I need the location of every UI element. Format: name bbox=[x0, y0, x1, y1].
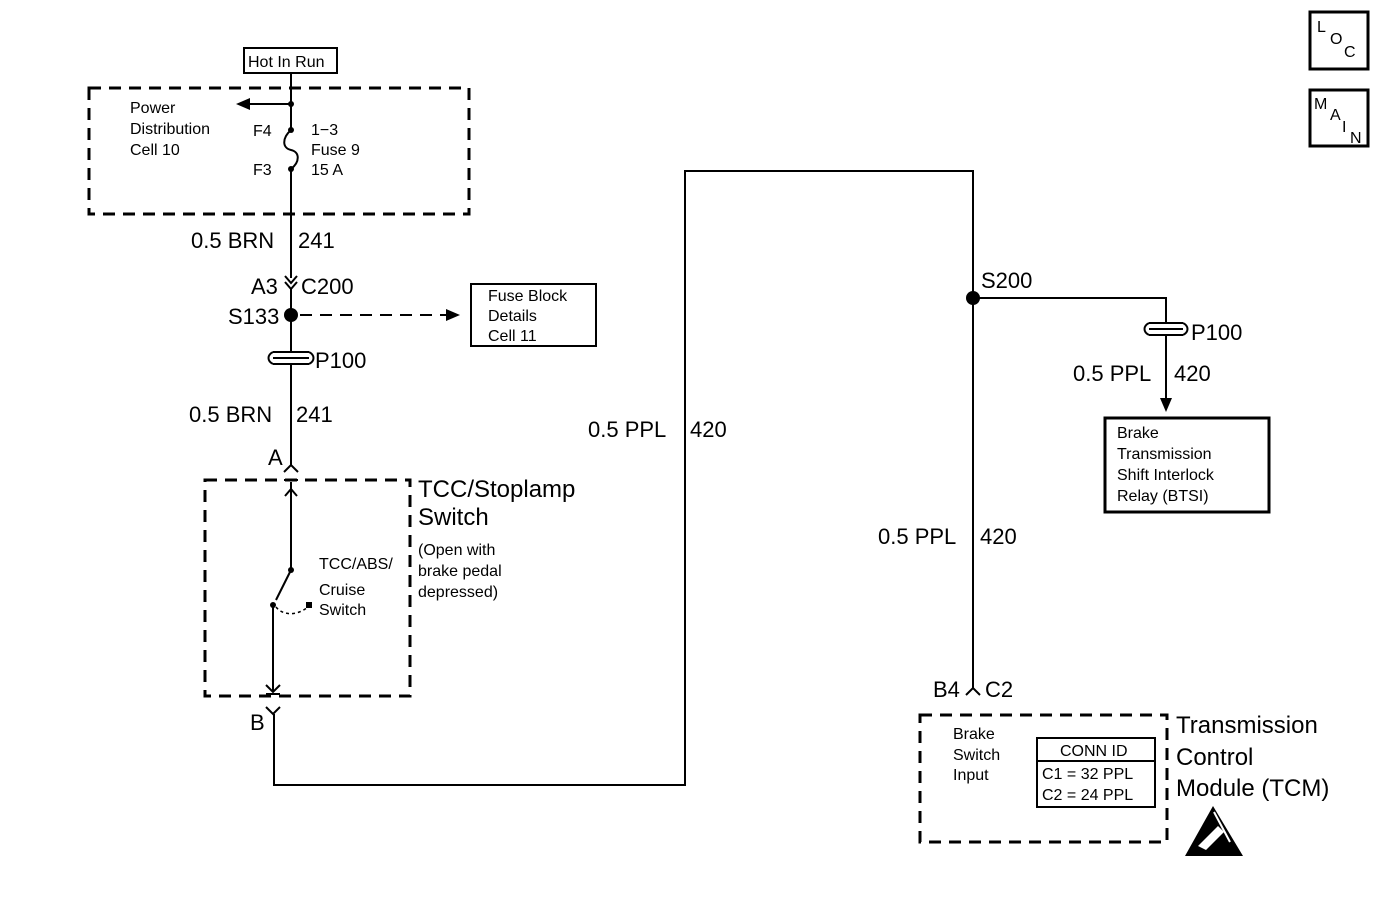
fuse-block-line2: Details bbox=[488, 308, 537, 325]
conn-id-table bbox=[1036, 737, 1156, 808]
tcm-input-line3: Input bbox=[953, 767, 989, 784]
conn-id-title: CONN ID bbox=[1060, 743, 1128, 760]
tcc-title-line1: TCC/Stoplamp bbox=[418, 476, 575, 503]
tcc-note-line3: depressed) bbox=[418, 584, 498, 601]
loc-letter-l: L bbox=[1317, 19, 1326, 36]
wire-ppl-mid-circuit: 420 bbox=[690, 417, 727, 442]
c200-pin-label: A3 bbox=[251, 274, 278, 299]
switch-contact-open bbox=[306, 602, 312, 608]
tcc-title-line2: Switch bbox=[418, 504, 489, 531]
btsi-box bbox=[1103, 416, 1271, 514]
wire-ppl-mid-gauge: 0.5 PPL bbox=[588, 417, 666, 442]
fuse-block-line3: Cell 11 bbox=[488, 328, 537, 345]
fuse-block-line1: Fuse Block bbox=[488, 288, 568, 305]
main-letter-i: I bbox=[1342, 119, 1346, 136]
branch-node bbox=[288, 101, 294, 107]
tcm-title-line1: Transmission bbox=[1176, 712, 1318, 739]
power-distribution-box bbox=[87, 86, 471, 216]
fuse-f3-label: F3 bbox=[253, 162, 272, 179]
wire-ppl-btsi-gauge: 0.5 PPL bbox=[1073, 361, 1151, 386]
switch-pin-a: A bbox=[268, 445, 283, 470]
loc-letter-c: C bbox=[1344, 44, 1356, 61]
wire-ppl-420-main bbox=[273, 170, 974, 786]
tcm-box bbox=[918, 713, 1169, 844]
wire-ppl-btsi-circuit: 420 bbox=[1174, 361, 1211, 386]
btsi-line3: Shift Interlock bbox=[1117, 467, 1215, 484]
conn-id-c1: C1 = 32 PPL bbox=[1042, 766, 1133, 783]
s133-label: S133 bbox=[228, 304, 279, 329]
main-button[interactable]: M A I N bbox=[1308, 88, 1370, 148]
tcm-pin-label: B4 bbox=[933, 677, 960, 702]
tcc-note-line2: brake pedal bbox=[418, 563, 502, 580]
hot-in-run-label: Hot In Run bbox=[243, 47, 338, 74]
tcm-title-line2: Control bbox=[1176, 744, 1253, 771]
inner-switch-line2: Cruise bbox=[319, 582, 365, 599]
fuse-rating: 15 A bbox=[311, 162, 343, 179]
main-letter-m: M bbox=[1314, 96, 1327, 113]
fuse-block-ref-arrow-icon bbox=[446, 309, 460, 321]
switch-bottom-arrow-icon bbox=[265, 684, 281, 694]
loc-letter-o: O bbox=[1330, 31, 1342, 48]
loc-button[interactable]: L O C bbox=[1308, 10, 1370, 71]
wire-btsi-branch bbox=[973, 297, 1167, 323]
tcm-input-line2: Switch bbox=[953, 747, 1000, 764]
fuse-block-box bbox=[470, 283, 597, 347]
s200-label: S200 bbox=[981, 268, 1032, 293]
p100-right-label: P100 bbox=[1191, 320, 1242, 345]
tcm-connector-label: C2 bbox=[985, 677, 1013, 702]
c200-connector-icon bbox=[284, 275, 298, 285]
tcm-connector-icon bbox=[965, 686, 981, 696]
tcm-title-line3: Module (TCM) bbox=[1176, 775, 1329, 802]
tcc-switch-box bbox=[203, 478, 412, 698]
main-letter-a: A bbox=[1330, 107, 1341, 124]
pin-b-connector-icon bbox=[265, 706, 281, 716]
fuse-f4-label: F4 bbox=[253, 123, 272, 140]
wire-brn-top-gauge: 0.5 BRN bbox=[191, 228, 274, 253]
wire-brn-bottom-gauge: 0.5 BRN bbox=[189, 402, 272, 427]
branch-arrow-icon bbox=[236, 98, 250, 110]
c200-name-label: C200 bbox=[301, 274, 354, 299]
switch-blade bbox=[275, 569, 292, 601]
wire-ppl-tcm-gauge: 0.5 PPL bbox=[878, 524, 956, 549]
conn-id-c2: C2 = 24 PPL bbox=[1042, 787, 1133, 804]
btsi-line2: Transmission bbox=[1117, 446, 1212, 463]
p100-right-connector-icon bbox=[1143, 322, 1189, 336]
switch-travel-arc bbox=[275, 605, 310, 615]
btsi-line1: Brake bbox=[1117, 425, 1159, 442]
switch-pin-b: B bbox=[250, 710, 265, 735]
fuse-icon bbox=[283, 129, 299, 170]
btsi-arrow-icon bbox=[1160, 398, 1172, 412]
fuse-name: Fuse 9 bbox=[311, 142, 360, 159]
wire-ppl-tcm-circuit: 420 bbox=[980, 524, 1017, 549]
main-letter-n: N bbox=[1350, 130, 1362, 147]
power-dist-line2: Distribution bbox=[130, 121, 210, 138]
p100-left-connector-icon bbox=[267, 351, 315, 365]
inner-switch-line3: Switch bbox=[319, 602, 366, 619]
p100-left-label: P100 bbox=[315, 348, 366, 373]
hot-in-run-text: Hot In Run bbox=[248, 54, 324, 71]
pin-a-connector-icon bbox=[283, 463, 299, 473]
power-dist-line3: Cell 10 bbox=[130, 142, 180, 159]
power-dist-line1: Power bbox=[130, 100, 176, 117]
fuse-range: 1−3 bbox=[311, 122, 338, 139]
tcm-input-line1: Brake bbox=[953, 726, 995, 743]
esd-warning-icon bbox=[1185, 806, 1243, 856]
switch-top-arrow-icon bbox=[284, 487, 298, 497]
btsi-line4: Relay (BTSI) bbox=[1117, 488, 1209, 505]
s133-splice-icon bbox=[284, 308, 298, 322]
inner-switch-line1: TCC/ABS/ bbox=[319, 556, 393, 573]
wire-brn-bottom-circuit: 241 bbox=[296, 402, 333, 427]
wire-brn-top-circuit: 241 bbox=[298, 228, 335, 253]
tcc-note-line1: (Open with bbox=[418, 542, 495, 559]
